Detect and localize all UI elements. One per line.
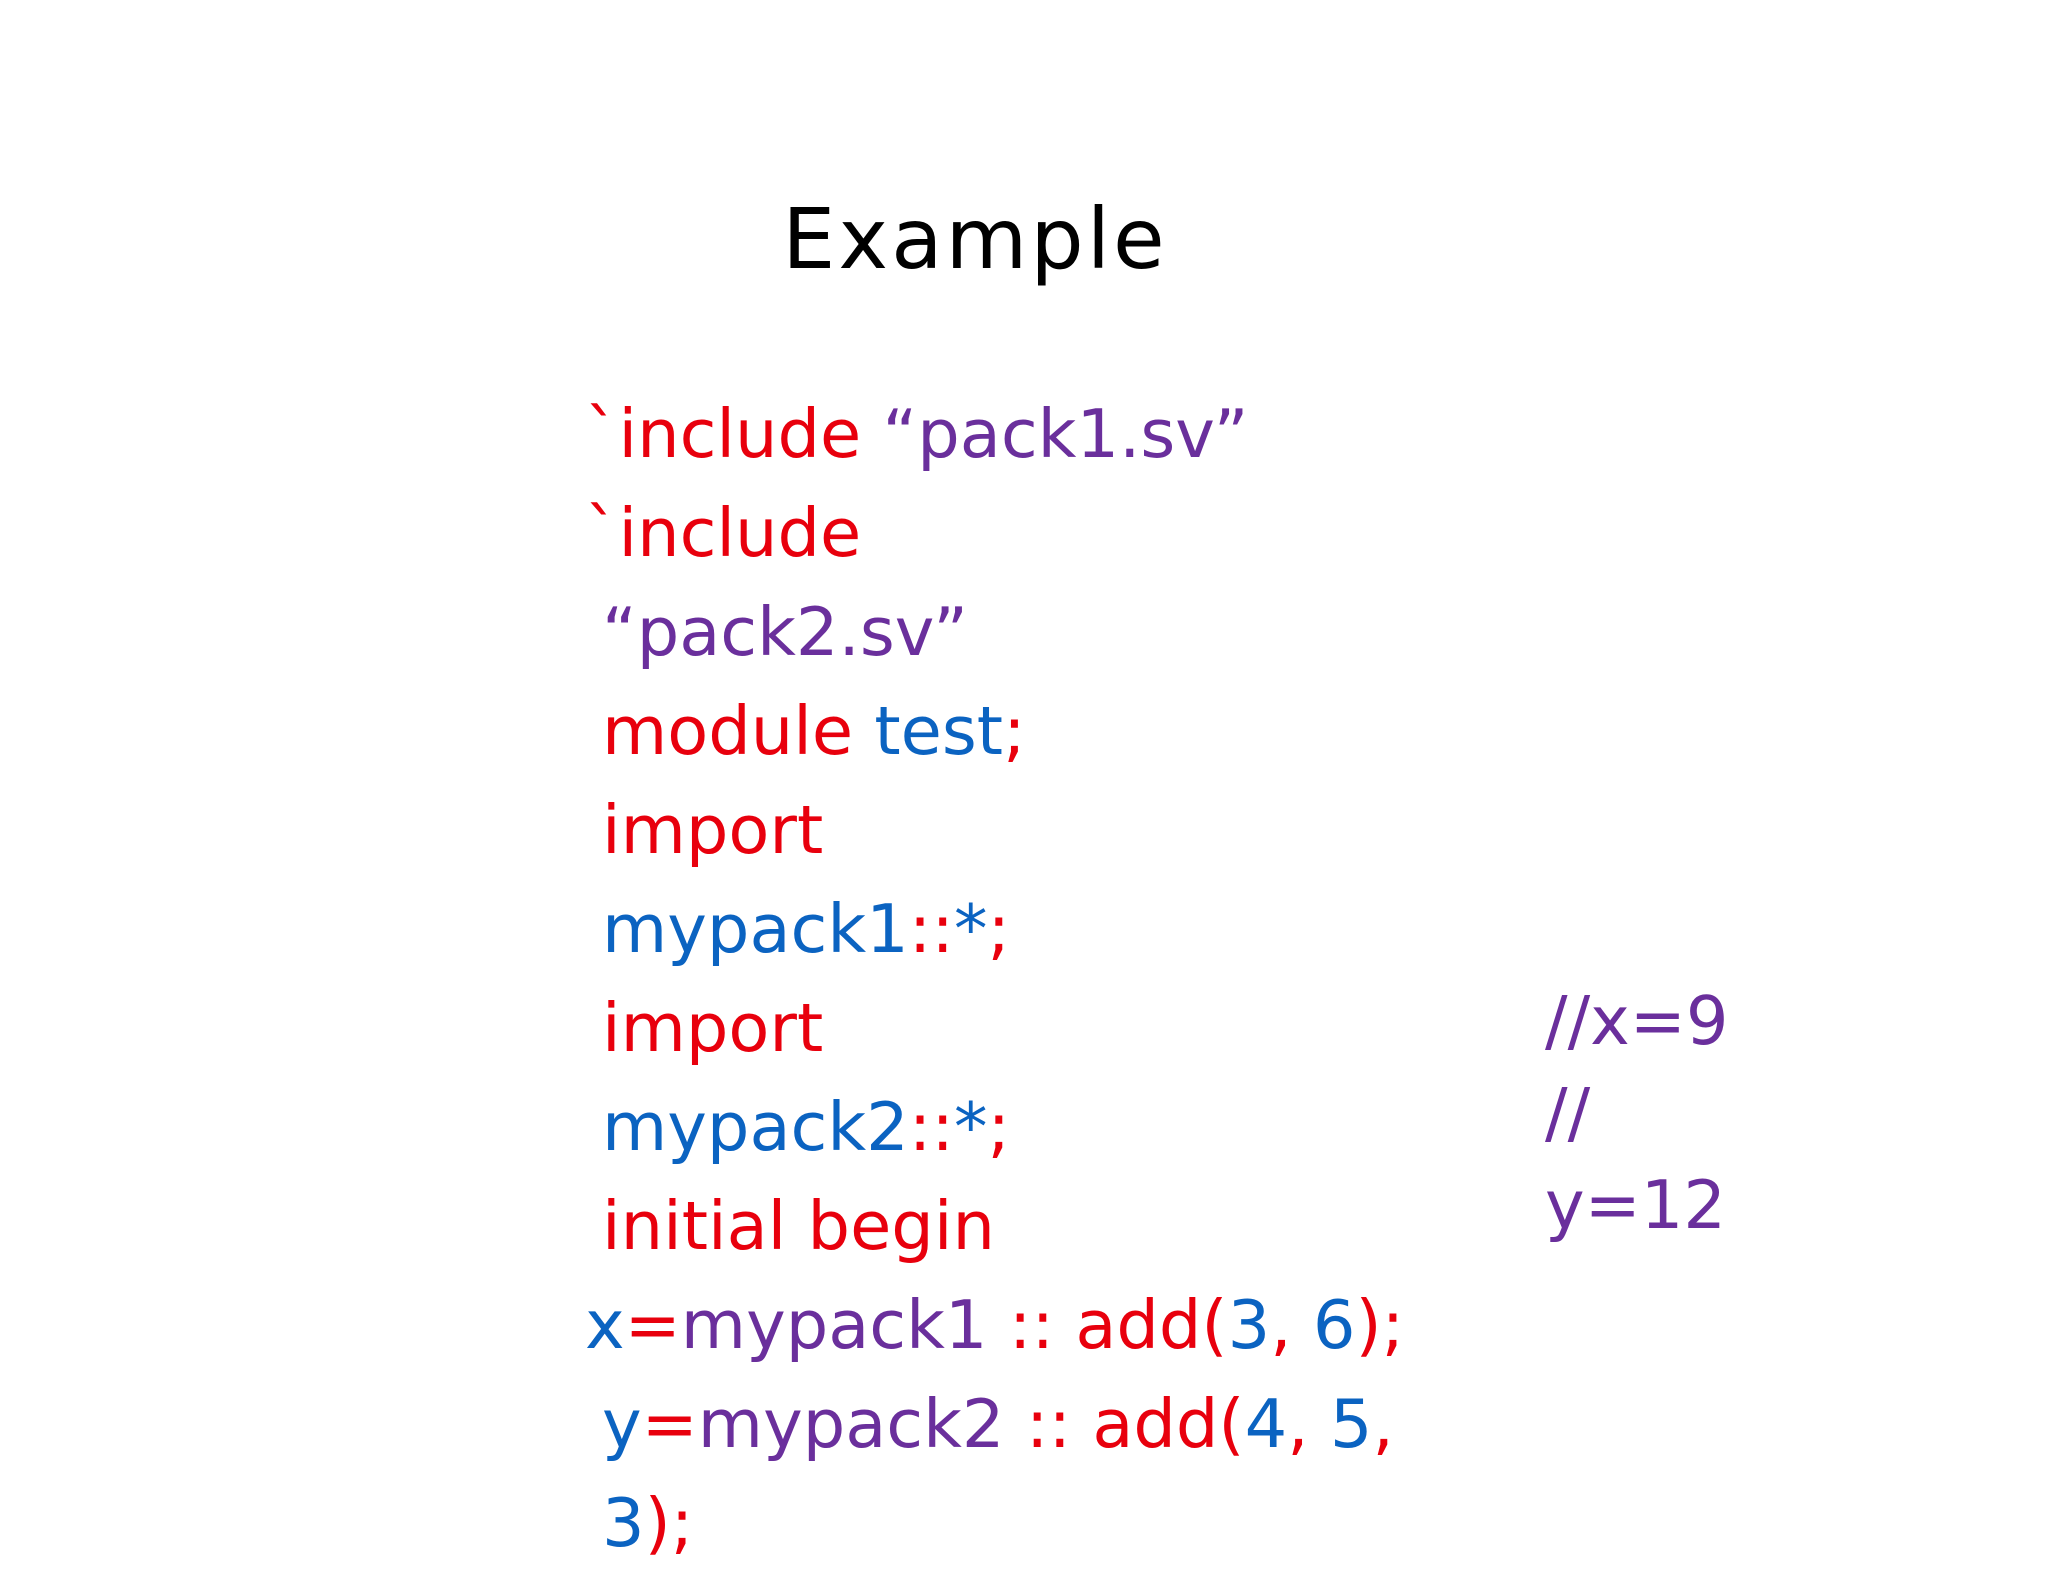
code-token: :: add( (1008, 1286, 1228, 1364)
code-token: 6 (1312, 1286, 1356, 1364)
code-token: import (602, 791, 824, 869)
code-token: ); (644, 1484, 694, 1562)
code-token: :: (908, 1088, 954, 1166)
code-token: x (585, 1286, 625, 1364)
code-token: “pack2.sv” (602, 593, 968, 671)
comment-block: //x=9 // y=12 (1545, 975, 1729, 1251)
code-line: import (585, 979, 1404, 1078)
code-line: y=mypack2 :: add(4, 5, (585, 1375, 1404, 1474)
comment-line: //x=9 (1545, 982, 1729, 1060)
code-token: ); (1355, 1286, 1405, 1364)
comment-line: y=12 (1545, 1166, 1727, 1244)
code-line: `include (585, 484, 1404, 583)
code-line: “pack2.sv” (585, 583, 1404, 682)
code-token: 5 (1329, 1385, 1373, 1463)
code-token: , (1270, 1286, 1313, 1364)
code-token: ; (987, 890, 1011, 968)
code-token: test (874, 692, 1004, 770)
code-token: , (1287, 1385, 1330, 1463)
code-line: initial begin (585, 1177, 1404, 1276)
code-token: , (1372, 1385, 1394, 1463)
code-token: * (953, 890, 988, 968)
slide-title: Example (782, 190, 1168, 288)
code-token: mypack2 (697, 1385, 1026, 1463)
code-token: 4 (1244, 1385, 1288, 1463)
code-token: :: add( (1025, 1385, 1245, 1463)
code-line: x=mypack1 :: add(3, 6); (585, 1276, 1404, 1375)
code-token: mypack2 (602, 1088, 909, 1166)
code-token: 3 (1227, 1286, 1271, 1364)
code-token: * (953, 1088, 988, 1166)
code-token: mypack1 (680, 1286, 1009, 1364)
code-line: module test; (585, 682, 1404, 781)
code-token: `include (585, 395, 883, 473)
code-token: :: (908, 890, 954, 968)
code-token: `include (585, 494, 862, 572)
code-line: mypack1::*; (585, 880, 1404, 979)
code-line: import (585, 781, 1404, 880)
code-token: mypack1 (602, 890, 909, 968)
code-token: import (602, 989, 824, 1067)
code-token: “pack1.sv” (882, 395, 1249, 473)
code-line: mypack2::*; (585, 1078, 1404, 1177)
code-line: `include “pack1.sv” (585, 385, 1404, 484)
code-token: ; (1003, 692, 1026, 770)
code-token: initial begin (602, 1187, 995, 1265)
code-token: 3 (602, 1484, 645, 1562)
comment-line: // (1545, 1074, 1591, 1152)
code-token: = (641, 1385, 698, 1463)
code-line: 3); (585, 1474, 1404, 1573)
code-token: = (624, 1286, 681, 1364)
code-token: y (602, 1385, 642, 1463)
code-token: module (602, 692, 875, 770)
code-block: `include “pack1.sv”`include“pack2.sv”mod… (585, 385, 1404, 1573)
code-token: ; (987, 1088, 1011, 1166)
